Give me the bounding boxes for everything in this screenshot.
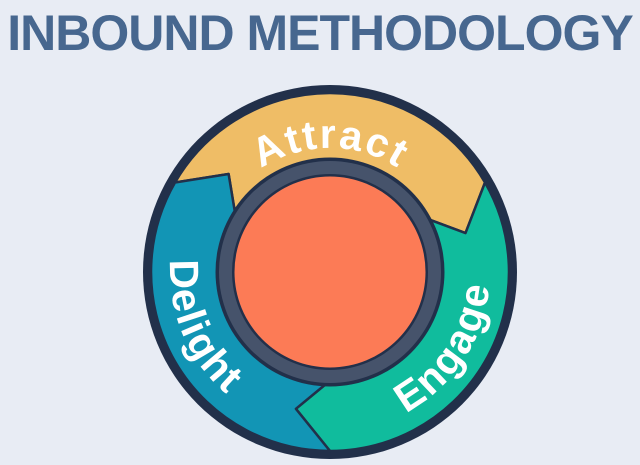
hub-core-circle: [234, 176, 426, 368]
page-title: INBOUND METHODOLOGY: [7, 5, 633, 61]
